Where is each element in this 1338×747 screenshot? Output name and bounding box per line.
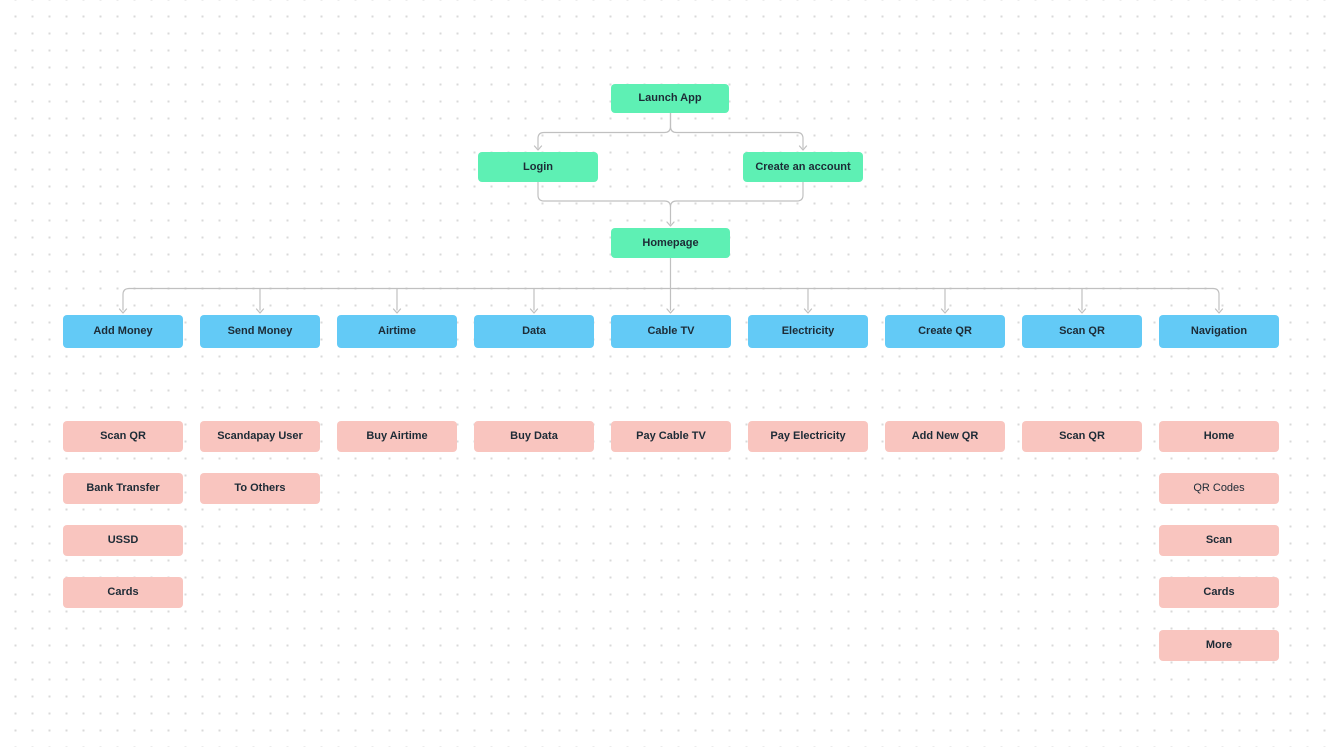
node-data-label: Data bbox=[522, 325, 546, 338]
node-send-money-to-others-label: To Others bbox=[234, 482, 286, 495]
node-add-money-cards-label: Cards bbox=[107, 586, 139, 599]
node-electricity[interactable]: Electricity bbox=[748, 315, 868, 348]
node-login-label: Login bbox=[523, 160, 553, 173]
node-scan-qr[interactable]: Scan QR bbox=[1022, 315, 1142, 348]
node-electricity-label: Electricity bbox=[781, 325, 835, 338]
node-add-new-qr-label: Add New QR bbox=[911, 430, 979, 443]
node-nav-more-label: More bbox=[1205, 639, 1233, 652]
node-buy-airtime-label: Buy Airtime bbox=[366, 430, 428, 443]
node-create-qr[interactable]: Create QR bbox=[885, 315, 1005, 348]
node-add-money-scan-qr[interactable]: Scan QR bbox=[63, 421, 183, 452]
node-add-money-label: Add Money bbox=[93, 325, 153, 338]
node-launch-app-label: Launch App bbox=[638, 92, 702, 105]
node-airtime-label: Airtime bbox=[378, 325, 416, 338]
node-launch-app[interactable]: Launch App bbox=[611, 84, 729, 113]
edge-launch-create-account bbox=[669, 112, 804, 149]
node-add-money-scan-qr-label: Scan QR bbox=[100, 430, 146, 443]
rail-left-corner bbox=[122, 287, 130, 311]
node-send-money[interactable]: Send Money bbox=[200, 315, 320, 348]
node-login[interactable]: Login bbox=[478, 152, 598, 182]
node-pay-electricity-label: Pay Electricity bbox=[770, 430, 846, 443]
node-cable-tv[interactable]: Cable TV bbox=[611, 315, 731, 348]
node-add-money-bank-transfer-label: Bank Transfer bbox=[86, 482, 160, 495]
node-homepage-label: Homepage bbox=[642, 236, 699, 249]
node-add-money-ussd-label: USSD bbox=[107, 534, 139, 547]
node-scan-qr-sub-label: Scan QR bbox=[1059, 430, 1105, 443]
node-navigation-label: Navigation bbox=[1190, 325, 1248, 338]
node-add-money-cards[interactable]: Cards bbox=[63, 577, 183, 608]
node-nav-scan[interactable]: Scan bbox=[1159, 525, 1279, 556]
node-nav-home-label: Home bbox=[1203, 430, 1235, 443]
edge-launch-login bbox=[537, 112, 672, 149]
node-pay-cable-tv[interactable]: Pay Cable TV bbox=[611, 421, 731, 452]
node-nav-qr-codes[interactable]: QR Codes bbox=[1159, 473, 1279, 504]
node-buy-data-label: Buy Data bbox=[510, 430, 558, 443]
node-navigation[interactable]: Navigation bbox=[1159, 315, 1279, 348]
node-send-money-to-others[interactable]: To Others bbox=[200, 473, 320, 504]
node-cable-tv-label: Cable TV bbox=[647, 325, 695, 338]
node-nav-qr-codes-label: QR Codes bbox=[1193, 482, 1245, 495]
node-create-account-label: Create an account bbox=[755, 160, 851, 173]
node-create-qr-label: Create QR bbox=[918, 325, 972, 338]
node-scan-qr-sub[interactable]: Scan QR bbox=[1022, 421, 1142, 452]
edge-create-account-homepage bbox=[669, 181, 804, 208]
node-homepage[interactable]: Homepage bbox=[611, 228, 730, 258]
rail-right-corner bbox=[1212, 287, 1220, 311]
node-pay-cable-tv-label: Pay Cable TV bbox=[636, 430, 706, 443]
rail-drops bbox=[259, 287, 1083, 311]
node-nav-cards-label: Cards bbox=[1203, 586, 1235, 599]
node-add-money-ussd[interactable]: USSD bbox=[63, 525, 183, 556]
node-nav-more[interactable]: More bbox=[1159, 630, 1279, 661]
node-add-new-qr[interactable]: Add New QR bbox=[885, 421, 1005, 452]
node-airtime[interactable]: Airtime bbox=[337, 315, 457, 348]
node-buy-data[interactable]: Buy Data bbox=[474, 421, 594, 452]
node-nav-cards[interactable]: Cards bbox=[1159, 577, 1279, 608]
node-add-money-bank-transfer[interactable]: Bank Transfer bbox=[63, 473, 183, 504]
node-data[interactable]: Data bbox=[474, 315, 594, 348]
node-buy-airtime[interactable]: Buy Airtime bbox=[337, 421, 457, 452]
node-scan-qr-label: Scan QR bbox=[1059, 325, 1105, 338]
node-pay-electricity[interactable]: Pay Electricity bbox=[748, 421, 868, 452]
node-send-money-scandapay-user[interactable]: Scandapay User bbox=[200, 421, 320, 452]
node-nav-home[interactable]: Home bbox=[1159, 421, 1279, 452]
node-create-account[interactable]: Create an account bbox=[743, 152, 863, 182]
node-send-money-scandapay-user-label: Scandapay User bbox=[217, 430, 303, 443]
edge-login-homepage bbox=[537, 181, 672, 225]
node-nav-scan-label: Scan bbox=[1205, 534, 1233, 547]
node-add-money[interactable]: Add Money bbox=[63, 315, 183, 348]
node-send-money-label: Send Money bbox=[227, 325, 293, 338]
